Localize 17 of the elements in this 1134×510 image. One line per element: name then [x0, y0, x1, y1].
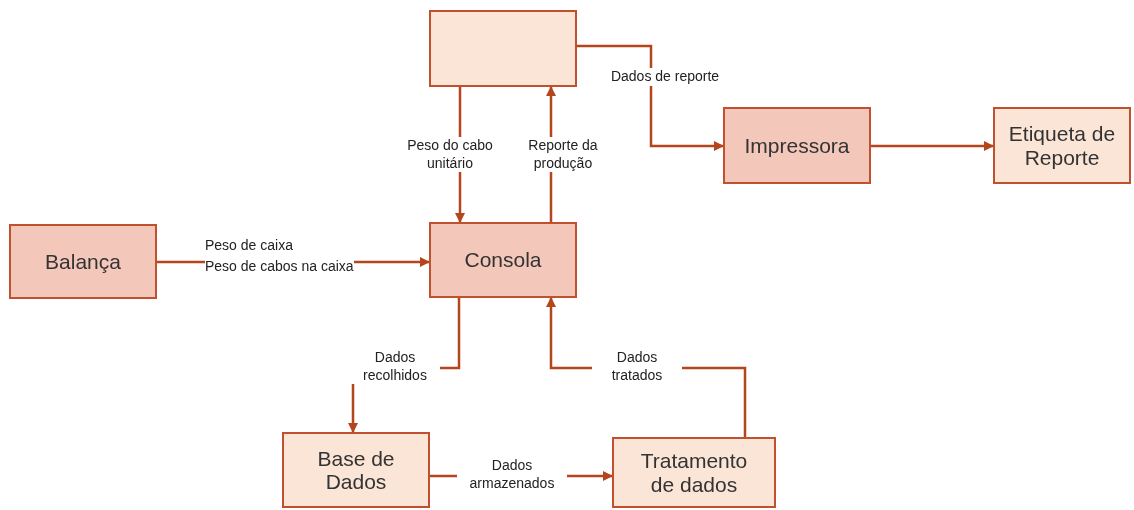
node-label: Impressora [744, 133, 850, 158]
node-label: Base de Dados [316, 446, 396, 494]
arrow [577, 44, 724, 151]
process-box [429, 222, 577, 298]
process-box [282, 432, 430, 508]
arrow [871, 141, 994, 151]
process-box [9, 224, 157, 299]
node-label: Etiqueta de Reporte [1007, 122, 1117, 169]
process-box [429, 10, 577, 87]
process-box [723, 107, 871, 184]
edge-label: Peso do cabo unitário [405, 137, 495, 172]
process-box [993, 107, 1131, 184]
node-label: Balança [45, 249, 121, 274]
process-box [612, 437, 776, 508]
node-label: Tratamento de dados [639, 449, 749, 496]
edge-label: Dados recolhidos [350, 349, 440, 384]
node-label: Consola [464, 248, 542, 272]
